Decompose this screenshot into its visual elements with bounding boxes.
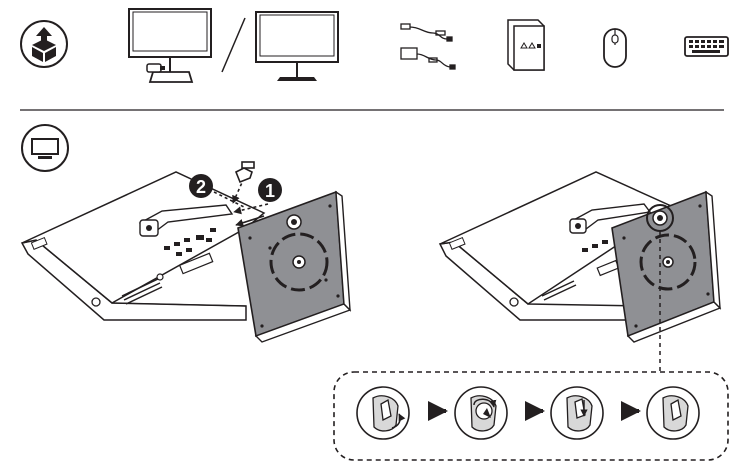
unbox-icon: [20, 20, 68, 68]
monitor-with-base-icon: [128, 8, 212, 83]
screw-step-frame-2: [454, 386, 508, 440]
step-badge-1: 1: [258, 178, 282, 202]
step-badge-2: 2: [189, 174, 213, 198]
screw-step-frame-1: [356, 386, 410, 440]
monitor-back-left: [20, 171, 266, 321]
screw-assembly-arrows: [213, 161, 269, 227]
monitor-icon: [21, 124, 69, 172]
screw-step-frame-4: [646, 386, 700, 440]
keyboard-icon: [684, 36, 729, 57]
mouse-icon: [603, 28, 627, 68]
documentation-booklet-icon: [507, 19, 545, 71]
step-label-2: 2: [196, 177, 206, 197]
step-label-1: 1: [265, 181, 275, 201]
power-adapter-and-cable-icon: [400, 23, 456, 70]
monitor-back-right: [438, 171, 682, 321]
monitor-on-stand-icon: [255, 11, 339, 81]
stand-base-right: [611, 190, 722, 343]
screw-step-frame-3: [550, 386, 604, 440]
stand-base-left: [237, 190, 352, 343]
divider-slash: [221, 17, 246, 73]
